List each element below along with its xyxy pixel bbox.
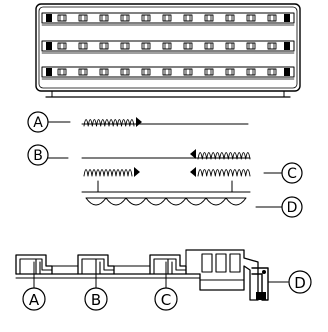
rail: [41, 12, 295, 24]
rail-slot: [141, 14, 151, 22]
wave-band: [85, 180, 247, 206]
callout-label-d-bottom: D: [294, 274, 306, 292]
rail-slot: [57, 14, 67, 22]
rails-group: [41, 12, 295, 80]
spring-b-lower-left: [83, 169, 133, 177]
rail-slot: [225, 42, 235, 50]
rail-slot: [162, 14, 172, 22]
rail-slot: [267, 68, 277, 76]
arrow-left-b-lower: [190, 167, 196, 177]
rail-slot: [225, 14, 235, 22]
profile-b: [51, 254, 115, 275]
callout-circle-a-bottom: [22, 287, 46, 311]
callout-label-b: B: [33, 148, 43, 164]
spring-b-lower-right: [197, 169, 251, 177]
rail-slot: [141, 68, 151, 76]
callout-label-c-bottom: C: [161, 291, 171, 309]
rail-slot: [57, 68, 67, 76]
rail-slot: [141, 42, 151, 50]
callout-label-a: A: [33, 115, 43, 131]
frame-inner: [38, 6, 298, 89]
rail-slot: [246, 42, 256, 50]
rail-slot: [99, 68, 109, 76]
step-a: A: [27, 111, 249, 133]
profile-end-housing: [185, 249, 269, 301]
frame-top-view: [35, 3, 301, 98]
rail: [41, 66, 295, 78]
rail-slot: [246, 14, 256, 22]
rail-slot: [162, 68, 172, 76]
rail-slot: [78, 68, 88, 76]
callout-circle-d-bottom: [288, 270, 312, 294]
callout-label-d: D: [287, 200, 298, 216]
rail-slot: [78, 14, 88, 22]
rail-slot: [162, 42, 172, 50]
spring-a: [83, 119, 135, 127]
rail-slot: [120, 68, 130, 76]
profile-c: [113, 254, 187, 275]
callout-label-b-bottom: B: [91, 291, 101, 309]
rail-slot: [267, 42, 277, 50]
callout-label-c: C: [287, 166, 297, 182]
wave-band-path: [85, 197, 247, 206]
profile-a: [15, 254, 53, 275]
callout-circle-b-bottom: [84, 287, 108, 311]
frame-outer: [35, 3, 301, 92]
rail-slot: [204, 68, 214, 76]
callout-circle-c-bottom: [154, 287, 178, 311]
rail-slot: [78, 42, 88, 50]
spring-b-upper-right: [197, 152, 251, 160]
step-b-c: B C D: [27, 144, 303, 218]
rail-slot: [246, 68, 256, 76]
arrow-right-b-lower: [134, 167, 140, 177]
rail-slot: [99, 14, 109, 22]
rail-slot: [183, 68, 193, 76]
bottom-callouts: A B C D: [22, 261, 312, 311]
rail: [41, 40, 295, 52]
rail-slot: [204, 14, 214, 22]
arrow-right-a: [136, 117, 142, 127]
arrow-left-b-upper: [190, 149, 196, 159]
rail-slot: [267, 14, 277, 22]
rail-slot: [204, 42, 214, 50]
callout-circle-c: [281, 162, 303, 184]
rail-slot: [183, 42, 193, 50]
callout-label-a-bottom: A: [29, 291, 40, 309]
callout-circle-b: [27, 144, 49, 166]
rail-slot: [57, 42, 67, 50]
rail-slot: [99, 42, 109, 50]
rail-slot: [120, 14, 130, 22]
sequence-steps: A B C: [27, 111, 303, 218]
rail-slot: [183, 14, 193, 22]
profile-section: A B C D: [15, 249, 312, 311]
rail-slot: [225, 68, 235, 76]
callout-circle-d: [281, 196, 303, 218]
rail-slot: [120, 42, 130, 50]
